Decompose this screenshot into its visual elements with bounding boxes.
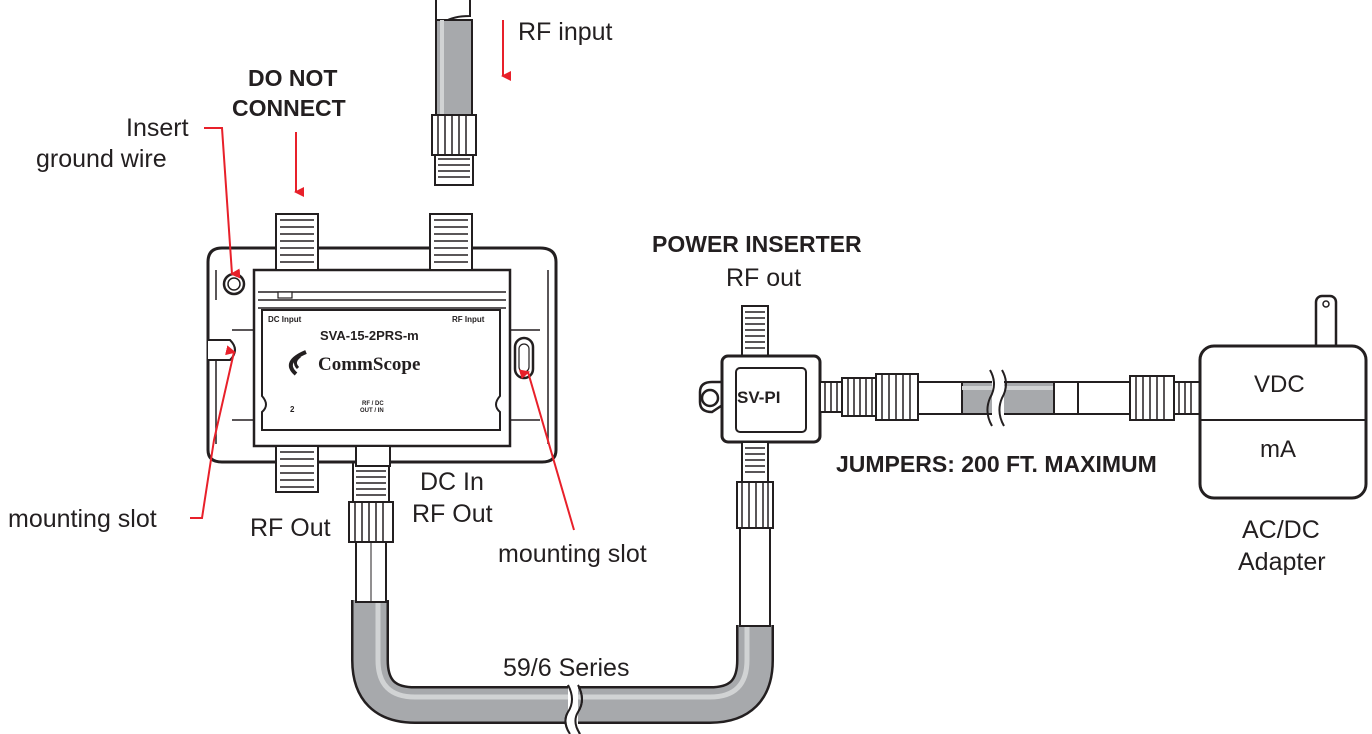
coax-cable-59-6	[351, 600, 774, 734]
adapter-vdc: VDC	[1254, 371, 1305, 398]
label-do-not-connect-line1: DO NOT	[248, 65, 337, 91]
jumper-cable	[819, 369, 1201, 427]
amp-port-dc-input: DC Input	[268, 315, 302, 324]
callout-arrows	[190, 20, 575, 531]
label-power-inserter-rf-out: RF out	[726, 264, 801, 292]
amp-model: SVA-15-2PRS-m	[320, 328, 419, 343]
amp-port-bottom-center	[355, 445, 391, 467]
ac-dc-adapter	[1198, 294, 1368, 500]
label-adapter-line1: AC/DC	[1242, 516, 1320, 544]
label-insert-ground-line2: ground wire	[36, 145, 167, 173]
arrow-insert-ground	[204, 127, 241, 279]
label-insert-ground-line1: Insert	[126, 114, 189, 142]
commscope-logo-icon	[288, 350, 307, 376]
adapter-ma: mA	[1260, 436, 1296, 463]
label-jumpers: JUMPERS: 200 FT. MAXIMUM	[836, 451, 1157, 477]
amp-brand: CommScope	[318, 354, 420, 375]
label-mounting-slot-right: mounting slot	[498, 540, 647, 568]
label-do-not-connect-line2: CONNECT	[232, 95, 346, 121]
label-mounting-slot-left: mounting slot	[8, 505, 157, 533]
amp-port-rf-dc-line2: OUT / IN	[360, 408, 384, 414]
power-inserter-model: SV-PI	[737, 388, 780, 407]
arrow-mounting-slot-left	[190, 345, 236, 519]
label-rf-out-center: RF Out	[412, 500, 493, 528]
label-adapter-line2: Adapter	[1238, 548, 1326, 576]
arrow-mounting-slot-right	[518, 369, 575, 531]
amplifier	[206, 246, 558, 464]
label-rf-input: RF input	[518, 18, 613, 46]
label-power-inserter: POWER INSERTER	[652, 231, 862, 257]
amp-port-rf-input: RF Input	[452, 315, 485, 324]
amp-port-2: 2	[290, 405, 295, 414]
rf-input-cable	[431, 0, 477, 186]
amp-port-bottom-left	[275, 445, 319, 493]
label-dc-in: DC In	[420, 468, 484, 496]
label-rf-out-left: RF Out	[250, 514, 331, 542]
amp-port-rf-dc-line1: RF / DC	[362, 401, 384, 407]
amp-port-top-right	[429, 213, 473, 271]
connector-amp-dc-in	[348, 461, 394, 603]
power-inserter	[698, 305, 822, 627]
cable-series-label: 59/6 Series	[503, 654, 629, 682]
amp-port-top-left	[275, 213, 319, 271]
